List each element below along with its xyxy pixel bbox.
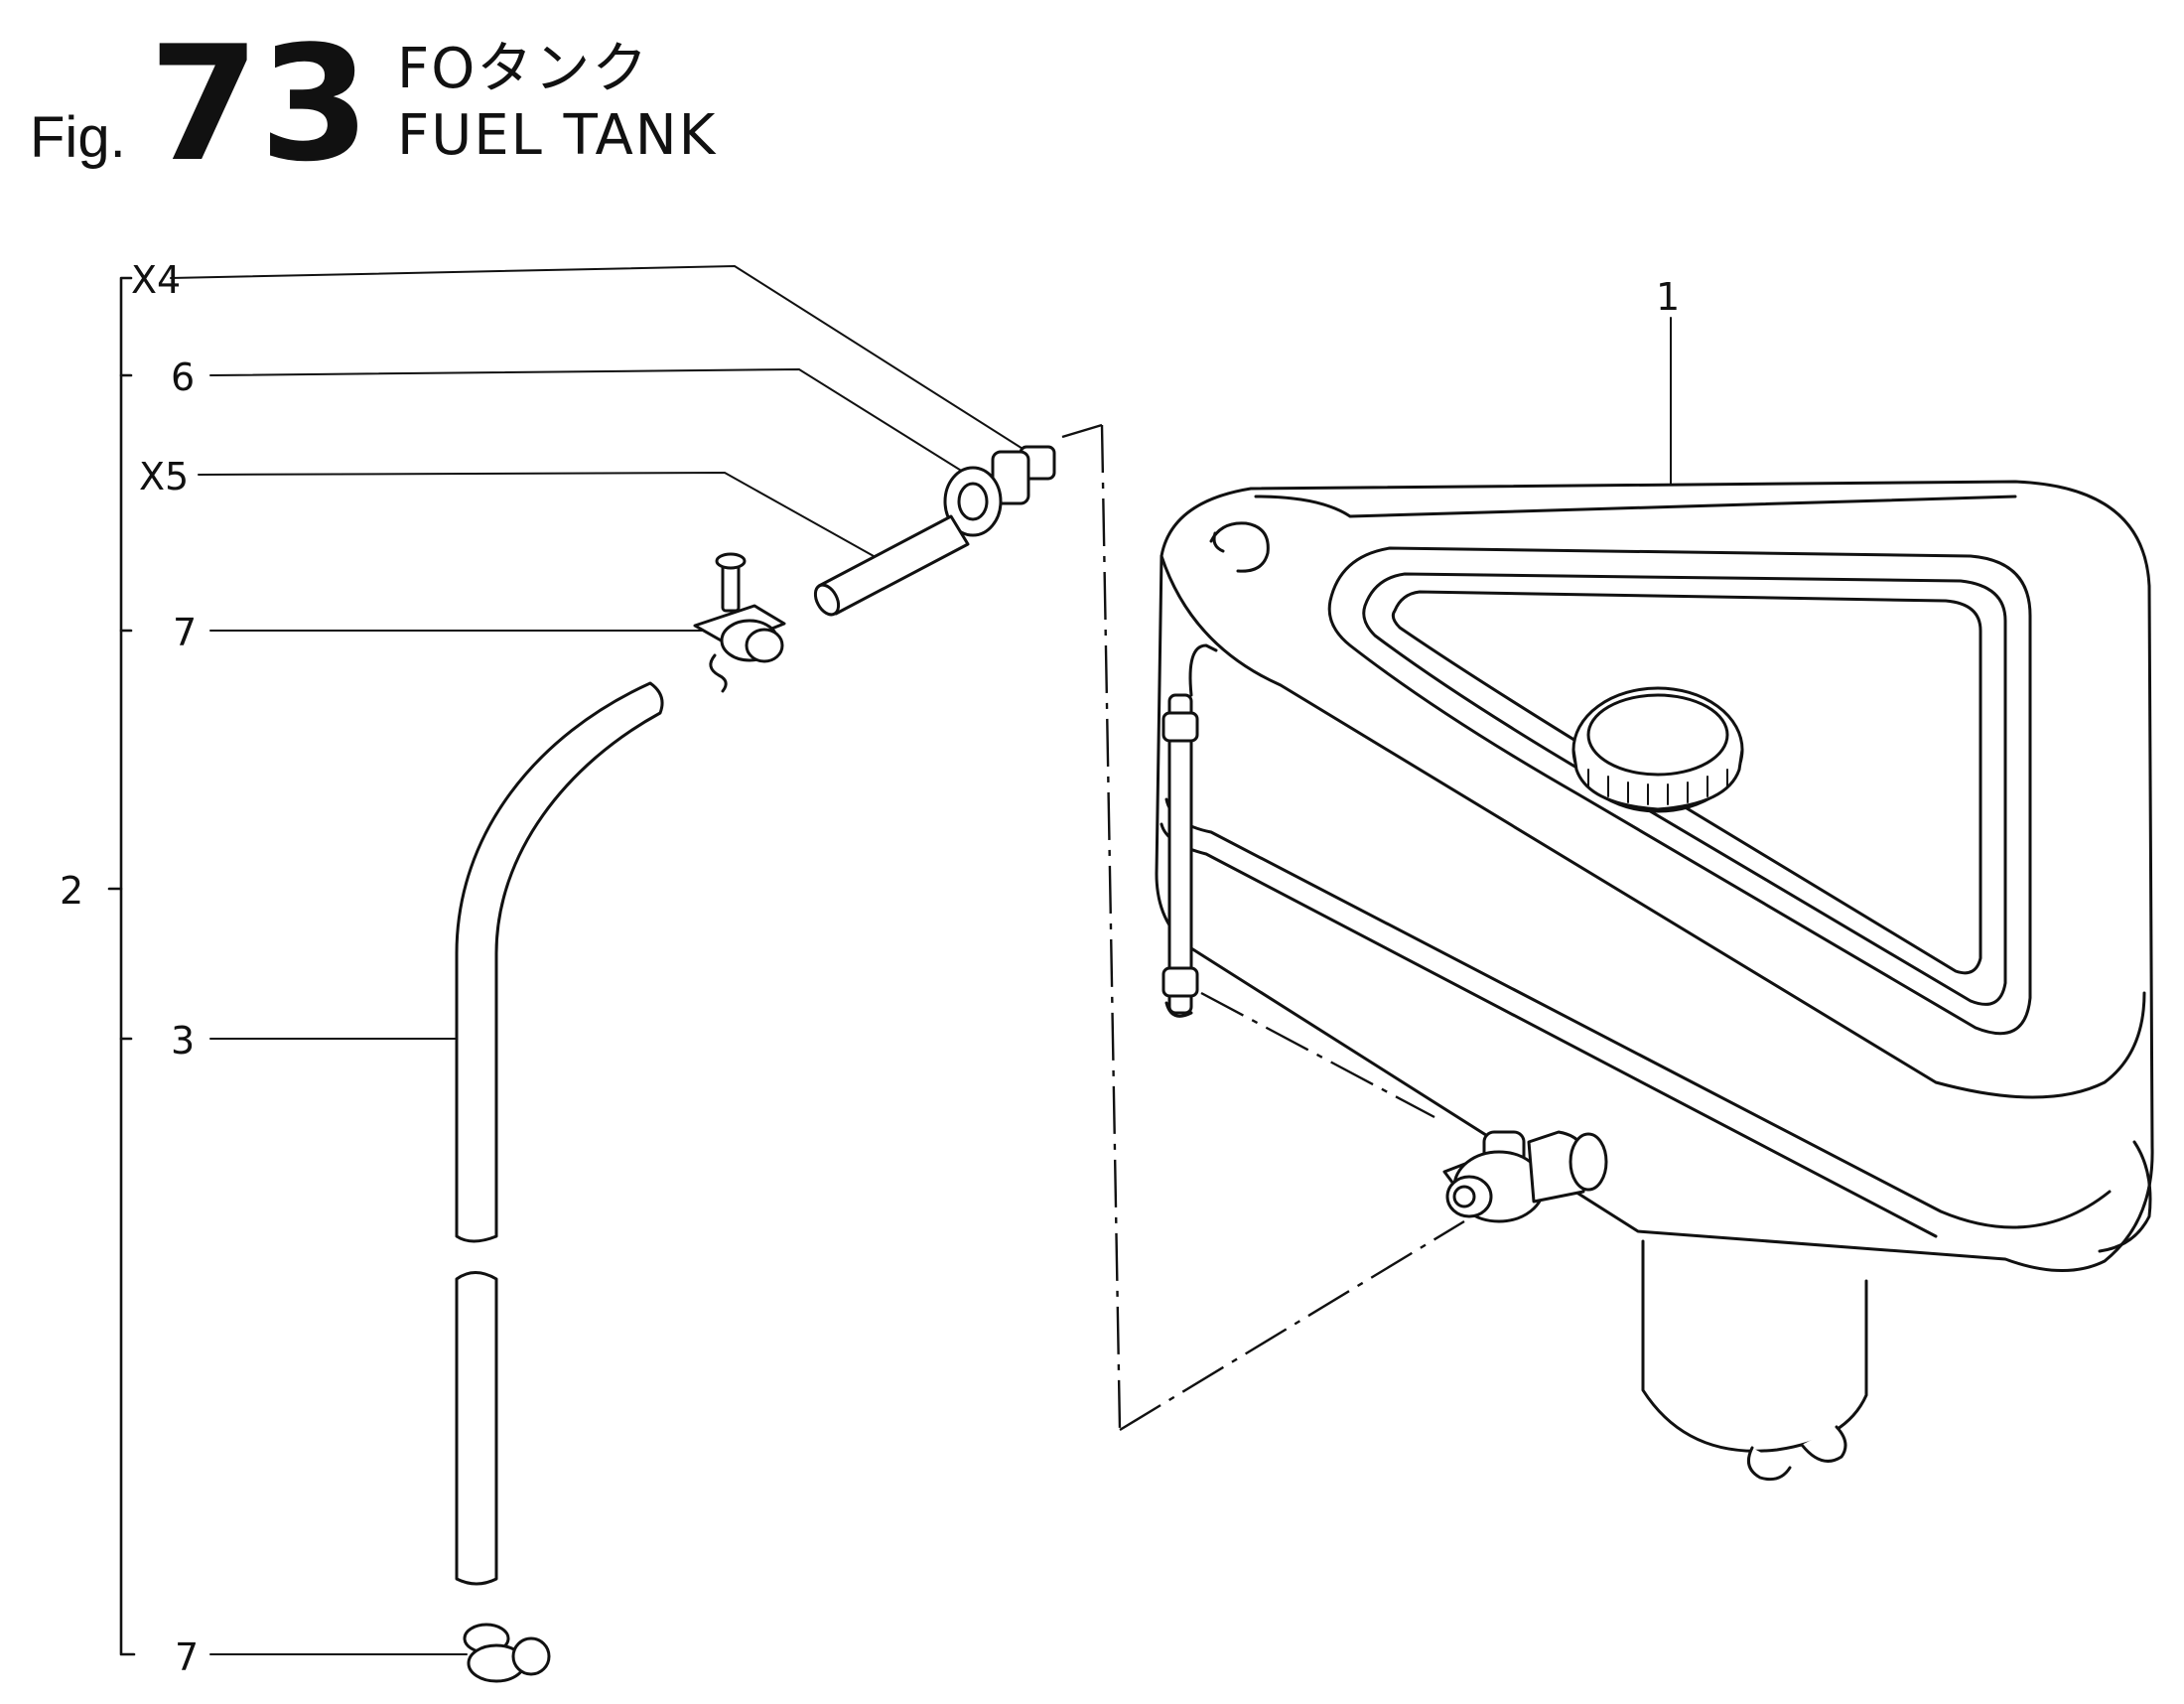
hose-clip-lower-part-7	[463, 1623, 551, 1683]
callout-bracket	[107, 276, 136, 1656]
figure-number: 73	[149, 11, 370, 197]
assembly-chain-lines	[1061, 423, 1465, 1432]
callout-1: 1	[1656, 275, 1680, 319]
callout-x4: X4	[131, 258, 181, 302]
leader-lines	[170, 264, 1672, 1655]
callout-2: 2	[60, 869, 83, 913]
fuel-tank-part-1	[1155, 480, 2154, 1482]
callout-7-lower: 7	[175, 1635, 199, 1679]
figure-prefix: Fig.	[30, 105, 126, 170]
figure-title-japanese: FOタンク	[397, 37, 649, 101]
fuel-fitting-part-6	[943, 445, 1056, 537]
fuel-cock	[1442, 1130, 1608, 1223]
figure-header: Fig. 73 FOタンク FUEL TANK	[30, 11, 717, 197]
fuel-pipe-part-x5	[813, 514, 970, 617]
callout-3: 3	[171, 1019, 195, 1063]
callout-labels: X4 6 X5 7 2 3 7 1	[60, 258, 1680, 1679]
figure-title-english: FUEL TANK	[397, 103, 717, 168]
callout-x5: X5	[139, 455, 189, 498]
callout-6: 6	[171, 355, 195, 399]
fuel-hose-part-3	[455, 681, 664, 1586]
callout-7-upper: 7	[173, 611, 197, 654]
hose-clip-upper-part-7	[693, 552, 786, 693]
